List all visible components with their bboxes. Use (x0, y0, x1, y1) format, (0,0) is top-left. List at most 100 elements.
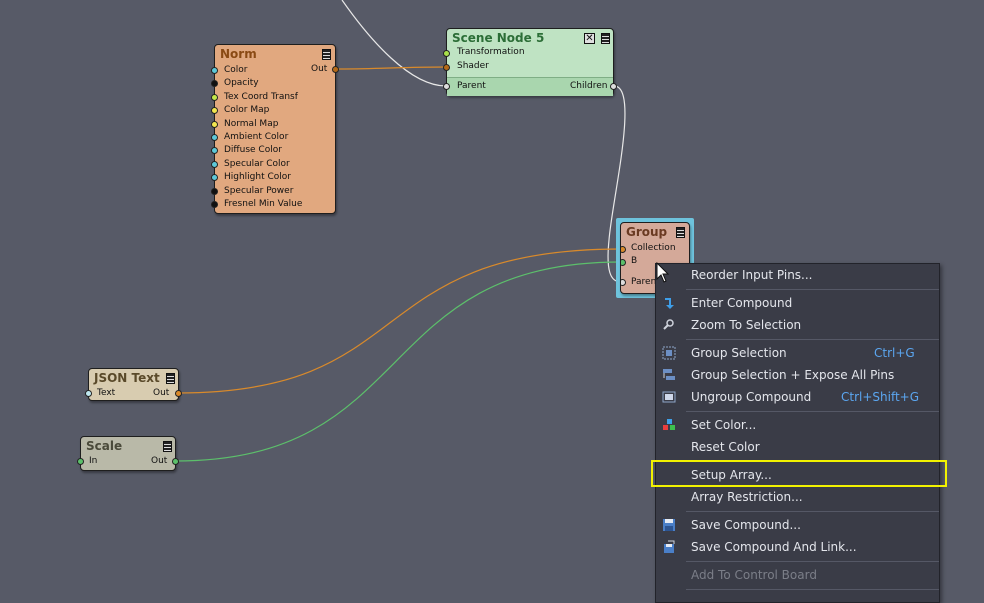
menu-item-set-color[interactable]: Set Color... (656, 414, 939, 436)
menu-separator (686, 589, 939, 590)
node-menu-icon[interactable] (676, 227, 685, 238)
scale-title: Scale (86, 439, 123, 453)
menu-item-label: Set Color... (691, 418, 757, 432)
menu-item-label: Group Selection + Expose All Pins (691, 368, 895, 382)
save-link-icon (664, 540, 675, 553)
norm-input-pin[interactable] (211, 160, 218, 168)
shader-pin[interactable] (443, 64, 450, 71)
norm-input-pin[interactable] (211, 107, 218, 115)
node-menu-icon[interactable] (322, 49, 331, 60)
wire-scale-to-b (174, 261, 622, 462)
children-pin[interactable] (610, 83, 617, 90)
menu-item-label: Save Compound... (691, 518, 801, 532)
norm-input-pin[interactable] (211, 93, 218, 101)
json-text-title: JSON Text (94, 371, 160, 385)
norm-input-label: Tex Coord Transf (224, 91, 298, 102)
menu-item-save-compound-and-link[interactable]: Save Compound And Link... (656, 536, 939, 558)
menu-item-reset-color[interactable]: Reset Color (656, 436, 939, 458)
node-menu-icon[interactable] (163, 441, 172, 452)
scene-node-5[interactable]: Scene Node 5 ✕ Transformation Shader Par… (443, 28, 617, 96)
norm-input-label: Diffuse Color (224, 145, 282, 156)
scale-out-pin[interactable] (172, 458, 179, 465)
wire-norm-out-to-shader (334, 66, 447, 70)
norm-out-label: Out (311, 64, 328, 74)
norm-input-pin[interactable] (211, 67, 218, 74)
norm-input-label: Fresnel Min Value (224, 199, 303, 209)
menu-item-add-to-control-board: Add To Control Board (656, 564, 939, 586)
json-out-pin[interactable] (175, 390, 182, 397)
json-text-node[interactable]: JSON Text Text Out (85, 368, 182, 401)
norm-input-label: Normal Map (224, 118, 279, 129)
transformation-pin[interactable] (443, 50, 450, 57)
menu-item-label: Zoom To Selection (691, 318, 802, 332)
menu-item-group-selection[interactable]: Group Selection Ctrl+G (656, 342, 939, 364)
scale-node[interactable]: Scale In Out (77, 436, 179, 471)
norm-input-label: Ambient Color (224, 132, 289, 142)
norm-input-pin[interactable] (211, 120, 218, 128)
menu-item-reorder-input-pins[interactable]: Reorder Input Pins... (656, 264, 939, 286)
group-parent-label: Parent (631, 277, 660, 287)
in-label: In (89, 456, 98, 466)
menu-item-ungroup-compound[interactable]: Ungroup Compound Ctrl+Shift+G (656, 386, 939, 408)
menu-item-zoom-to-selection[interactable]: Zoom To Selection (656, 314, 939, 336)
menu-item-label: Save Compound And Link... (691, 540, 857, 554)
menu-item-enter-compound[interactable]: Enter Compound (656, 292, 939, 314)
menu-item-array-restriction[interactable]: Array Restriction... (656, 486, 939, 508)
mouse-cursor-icon (656, 262, 670, 283)
group-parent-pin[interactable] (621, 279, 626, 286)
norm-input-label: Specular Power (224, 185, 294, 196)
norm-node-title: Norm (220, 47, 257, 61)
children-label: Children (570, 81, 608, 91)
menu-item-shortcut: Ctrl+G (874, 346, 915, 360)
enter-compound-icon (665, 298, 674, 309)
menu-item-shortcut: Ctrl+Shift+G (841, 390, 920, 404)
norm-input-pin[interactable] (211, 80, 218, 88)
collection-pin[interactable] (621, 246, 626, 253)
menu-separator (686, 511, 939, 512)
parent-label: Parent (457, 81, 486, 91)
norm-input-pin[interactable] (211, 174, 218, 182)
b-pin[interactable] (621, 259, 626, 266)
menu-item-label: Ungroup Compound (691, 390, 812, 404)
norm-input-label: Opacity (224, 78, 259, 89)
norm-input-pin[interactable] (211, 134, 218, 141)
menu-item-label: Setup Array... (691, 468, 772, 482)
color-swatch-icon (663, 419, 675, 430)
node-menu-icon[interactable] (166, 373, 175, 384)
b-label: B (631, 256, 638, 266)
norm-input-label: Color Map (224, 105, 270, 116)
norm-out-pin[interactable] (332, 66, 339, 73)
menu-item-label: Enter Compound (691, 296, 793, 310)
norm-input-pin[interactable] (211, 201, 218, 208)
wire-jsontext-to-collection (177, 248, 622, 394)
group-node-title: Group (626, 225, 668, 239)
norm-input-label: Color (224, 65, 248, 75)
zoom-icon (663, 319, 674, 330)
close-icon[interactable]: ✕ (584, 33, 595, 44)
transformation-label: Transformation (457, 47, 525, 57)
scale-out-label: Out (151, 456, 168, 466)
parent-pin[interactable] (443, 83, 450, 90)
norm-input-pin[interactable] (211, 187, 218, 195)
scene-node-title: Scene Node 5 (452, 31, 545, 45)
node-menu-icon[interactable] (601, 33, 610, 44)
json-out-label: Out (153, 388, 170, 398)
text-label: Text (97, 388, 116, 398)
in-pin[interactable] (77, 458, 84, 465)
norm-input-label: Specular Color (224, 158, 290, 169)
scene-node-footer (447, 77, 613, 96)
menu-separator (686, 411, 939, 412)
norm-input-pin[interactable] (211, 147, 218, 155)
menu-item-label: Reorder Input Pins... (691, 268, 813, 282)
wire-top-to-scene-parent (341, 0, 447, 87)
text-pin[interactable] (85, 390, 92, 397)
menu-item-label: Group Selection (691, 346, 787, 360)
menu-item-save-compound[interactable]: Save Compound... (656, 514, 939, 536)
menu-item-setup-array[interactable]: Setup Array... (656, 464, 939, 486)
menu-item-group-selection-expose[interactable]: Group Selection + Expose All Pins (656, 364, 939, 386)
wire-children-to-group-parent (607, 85, 626, 283)
menu-separator (686, 561, 939, 562)
ungroup-icon (662, 391, 676, 403)
